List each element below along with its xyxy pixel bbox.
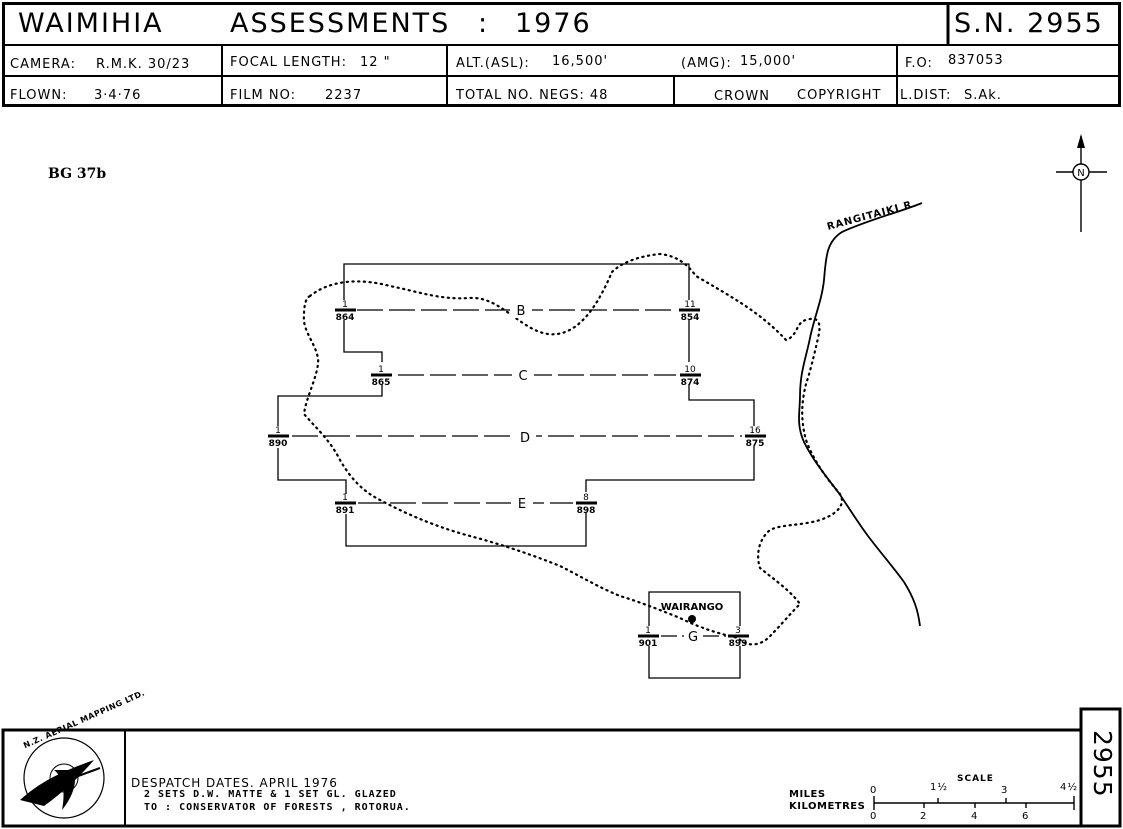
run-C: C 1 865 10 874 bbox=[371, 365, 701, 388]
film-label: FILM NO: bbox=[230, 88, 297, 103]
wairango-point bbox=[688, 615, 696, 623]
copyright-label: COPYRIGHT bbox=[797, 88, 882, 103]
north-arrow: N bbox=[1056, 134, 1107, 232]
focal-label: FOCAL LENGTH: bbox=[230, 55, 347, 70]
fo-label: F.O: bbox=[905, 56, 933, 71]
title-colon: : bbox=[478, 8, 490, 39]
run-G: G 1 901 3 899 bbox=[638, 626, 749, 649]
ldist-value: S.Ak. bbox=[964, 88, 1002, 103]
film-value: 2237 bbox=[325, 88, 363, 103]
c-left-print: 865 bbox=[372, 378, 391, 388]
amg-label: (AMG): bbox=[681, 56, 732, 71]
km-tick-3: 6 bbox=[1022, 811, 1030, 822]
e-left-print: 891 bbox=[336, 506, 355, 516]
b-left-print: 864 bbox=[336, 313, 355, 323]
d-right-print: 875 bbox=[746, 439, 765, 449]
ldist-label: L.DIST: bbox=[900, 88, 952, 103]
kilometres-label: KILOMETRES bbox=[789, 801, 866, 812]
d-left-print: 890 bbox=[269, 439, 288, 449]
amg-value: 15,000' bbox=[740, 54, 797, 69]
sheet-number-vertical: 2955 bbox=[1088, 730, 1117, 798]
g-right-neg: 3 bbox=[735, 626, 741, 636]
e-right-print: 898 bbox=[577, 506, 596, 516]
camera-value: R.M.K. 30/23 bbox=[96, 57, 191, 72]
c-right-print: 874 bbox=[681, 378, 700, 388]
km-tick-1: 2 bbox=[920, 811, 928, 822]
miles-tick-2: 3 bbox=[1001, 785, 1009, 796]
focal-value: 12 " bbox=[360, 55, 391, 70]
alt-asl-label: ALT.(ASL): bbox=[456, 56, 530, 71]
b-left-neg: 1 bbox=[342, 300, 348, 310]
river-label: RANGITAIKI R. bbox=[826, 198, 919, 233]
sheet-sn: S.N. 2955 bbox=[954, 8, 1104, 39]
d-right-neg: 16 bbox=[749, 426, 761, 436]
header-table bbox=[2, 2, 1121, 107]
g-right-print: 899 bbox=[729, 639, 748, 649]
crown-label: CROWN bbox=[714, 89, 770, 104]
area-title: WAIMIHIA bbox=[18, 8, 164, 39]
rangitaiki-river bbox=[798, 202, 923, 627]
wairango-label: WAIRANGO bbox=[661, 602, 724, 613]
e-left-neg: 1 bbox=[342, 493, 348, 503]
recipient-line: TO : CONSERVATOR OF FORESTS , ROTORUA. bbox=[144, 802, 411, 813]
forest-boundary bbox=[302, 252, 844, 646]
scale-title: SCALE bbox=[957, 774, 994, 784]
run-label-d: D bbox=[520, 431, 530, 446]
header-grid bbox=[2, 2, 1121, 107]
camera-label: CAMERA: bbox=[10, 57, 76, 72]
miles-label: MILES bbox=[789, 789, 826, 800]
e-right-neg: 8 bbox=[583, 493, 589, 503]
run-E: E 1 891 8 898 bbox=[335, 493, 597, 516]
run-label-b: B bbox=[517, 304, 526, 319]
wairango-block-outline bbox=[648, 591, 741, 679]
nz-aerial-mapping-logo bbox=[20, 737, 105, 819]
miles-tick-1: 1½ bbox=[930, 782, 949, 793]
km-tick-2: 4 bbox=[971, 811, 979, 822]
subject-title: ASSESSMENTS bbox=[230, 8, 451, 39]
fo-value: 837053 bbox=[948, 53, 1004, 68]
c-left-neg: 1 bbox=[378, 365, 384, 375]
flight-plan-map: N RANGITAIKI R. WAIRANGO B 1 864 11 854 … bbox=[268, 134, 1107, 679]
negs-label: TOTAL NO. NEGS: 48 bbox=[456, 88, 609, 103]
despatch-dates: DESPATCH DATES. APRIL 1976 bbox=[131, 776, 338, 790]
scale-bar bbox=[873, 796, 1075, 810]
sets-line: 2 SETS D.W. MATTE & 1 SET GL. GLAZED bbox=[144, 789, 397, 800]
flown-value: 3·4·76 bbox=[94, 88, 142, 103]
alt-asl-value: 16,500' bbox=[552, 54, 609, 69]
g-left-print: 901 bbox=[639, 639, 658, 649]
d-left-neg: 1 bbox=[275, 426, 281, 436]
footer-frame bbox=[1, 707, 1122, 828]
b-right-neg: 11 bbox=[684, 300, 695, 310]
north-symbol: N bbox=[1077, 168, 1084, 179]
run-label-c: C bbox=[518, 369, 527, 384]
km-tick-0: 0 bbox=[870, 811, 878, 822]
g-left-neg: 1 bbox=[645, 626, 651, 636]
run-B: B 1 864 11 854 bbox=[335, 300, 700, 323]
flown-label: FLOWN: bbox=[10, 88, 68, 103]
block-outline bbox=[277, 263, 755, 547]
year-title: 1976 bbox=[515, 8, 592, 39]
miles-tick-3: 4½ bbox=[1060, 782, 1079, 793]
b-right-print: 854 bbox=[681, 313, 700, 323]
c-right-neg: 10 bbox=[684, 365, 696, 375]
run-label-e: E bbox=[518, 497, 526, 512]
run-D: D 1 890 16 875 bbox=[268, 426, 766, 449]
run-label-g: G bbox=[688, 630, 698, 645]
sheet-reference: BG 37b bbox=[48, 166, 107, 182]
miles-tick-0: 0 bbox=[870, 785, 878, 796]
